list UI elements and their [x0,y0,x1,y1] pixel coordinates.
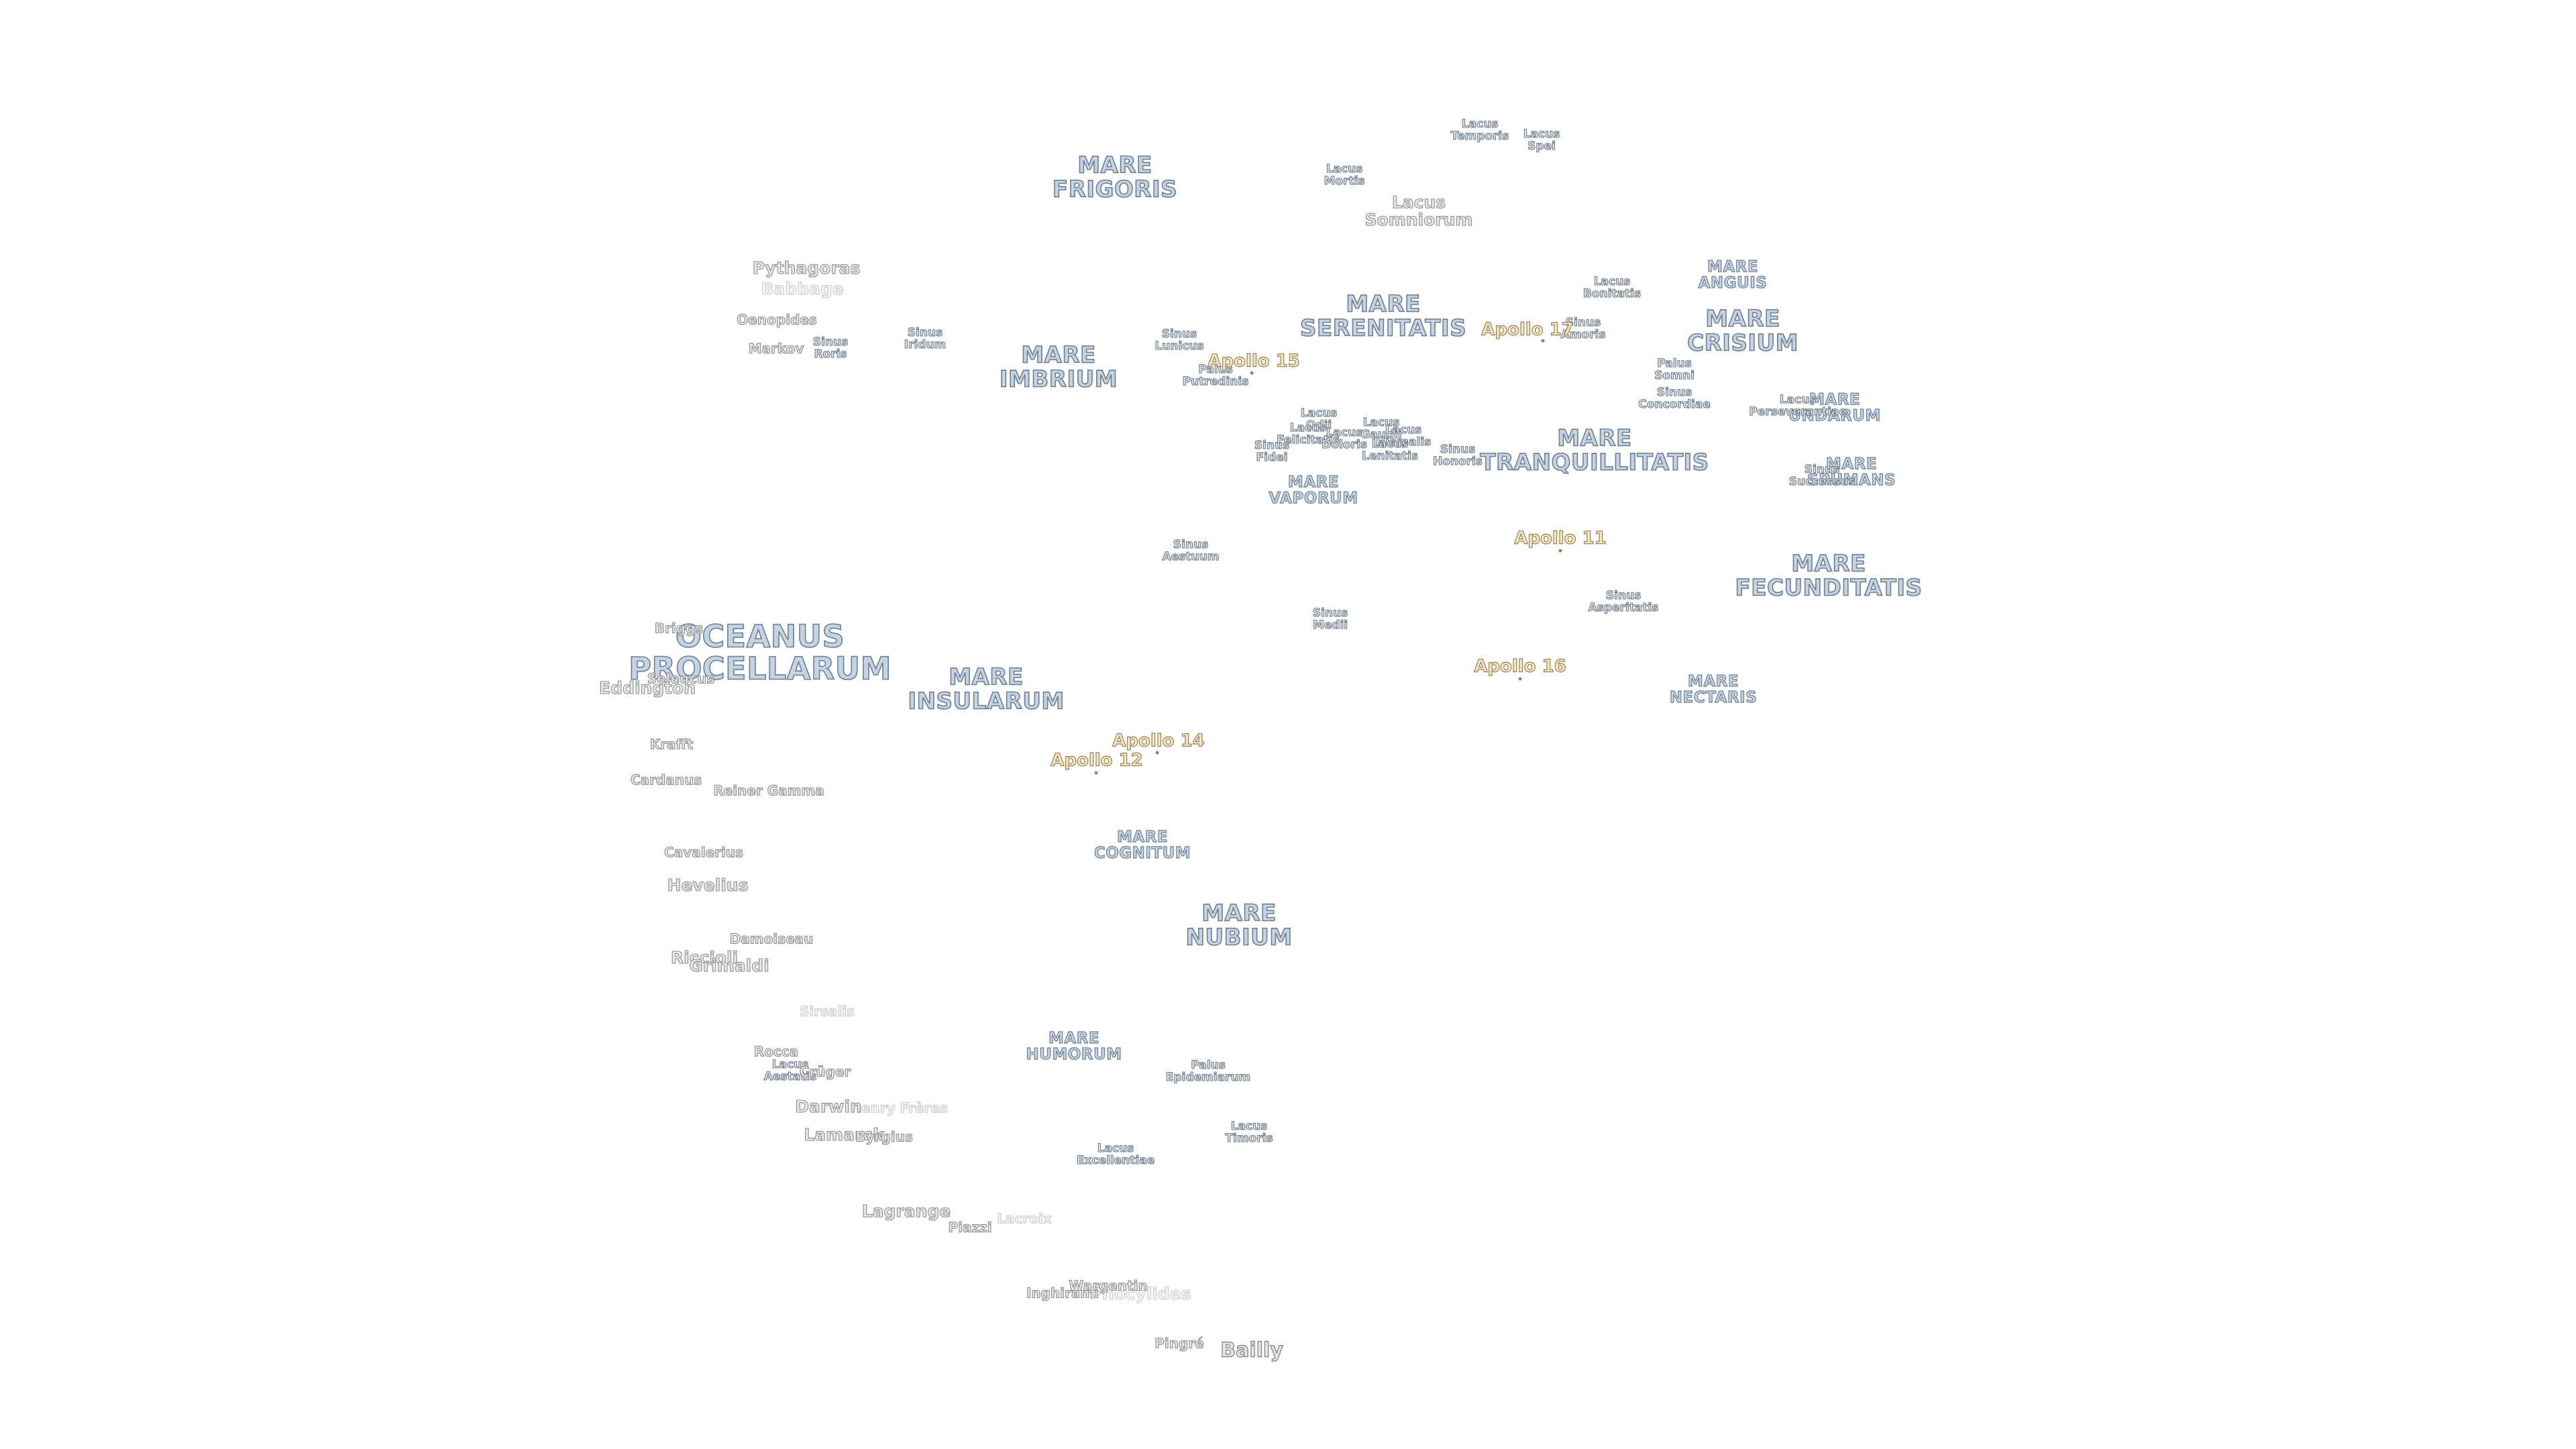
landing-site-marker-apollo-14 [1155,751,1159,755]
label-wargentin: Wargentin [1069,1277,1148,1294]
label-lacus-bonitatis: Lacus Bonitatis [1582,275,1642,301]
label-pythagoras: Pythagoras [752,258,861,278]
label-lagrange: Lagrange [861,1201,951,1221]
label-lacus-aestatis: Lacus Aestatis [763,1058,817,1083]
label-hevelius: Hevelius [667,875,749,895]
label-mare-frigoris: MARE FRIGORIS [1052,152,1178,203]
label-lacus-mortis: Lacus Mortis [1324,162,1365,188]
label-lacus-timoris: Lacus Timoris [1225,1120,1273,1145]
label-bailly: Bailly [1220,1338,1284,1362]
landing-site-marker-apollo-15 [1250,371,1254,375]
label-crüger: Crüger [799,1063,851,1080]
label-damoiseau: Damoiseau [729,930,814,947]
label-lacus-hiemalis: Lacus Hiemalis [1375,423,1432,449]
label-sinus-iridum: Sinus Iridum [904,326,947,352]
label-darwin: Darwin [795,1096,863,1116]
label-sinus-fidei: Sinus Fidei [1254,439,1290,464]
label-palus-putredinis: Palus Putredinis [1182,363,1249,388]
label-apollo-15: Apollo 15 [1208,351,1301,372]
label-lacus-felicitatis: Lacus Felicitatis [1277,421,1340,447]
label-sinus-amoris: Sinus Amoris [1560,316,1606,341]
label-mare-undarum: MARE UNDARUM [1788,390,1881,425]
label-inghirami: Inghirami [1026,1285,1099,1301]
label-palus-somni: Palus Somni [1654,357,1695,382]
label-henry-freres: Henry Frères [850,1099,949,1116]
label-mare-spumans: MARE SPUMANS [1807,455,1896,489]
label-cardanus: Cardanus [630,771,702,788]
label-lamarck: Lamarck [804,1124,885,1144]
label-phocylides: Phocylides [1089,1283,1191,1303]
label-sinus-aestuum: Sinus Aestuum [1162,538,1220,564]
label-mare-serenitatis: MARE SERENITATIS [1299,290,1467,341]
label-mare-insularum: MARE INSULARUM [908,663,1065,714]
label-apollo-14: Apollo 14 [1112,731,1205,751]
label-mare-anguis: MARE ANGUIS [1698,258,1768,292]
label-mare-humorum: MARE HUMORUM [1026,1029,1122,1063]
label-lacus-perseverantiae: Lacus Perseverantiae [1749,393,1847,419]
label-pingre: Pingré [1155,1335,1205,1352]
label-reiner-gamma: Reiner Gamma [713,782,825,799]
landing-site-marker-apollo-17 [1541,339,1545,343]
label-apollo-12: Apollo 12 [1051,750,1144,771]
label-lacus-doloris: Lacus Doloris [1322,426,1368,451]
landing-site-marker-apollo-11 [1558,549,1562,553]
label-apollo-16: Apollo 16 [1474,656,1567,677]
label-lacroix: Lacroix [997,1210,1053,1227]
label-lacus-lenitatis: Lacus Lenitatis [1361,437,1418,463]
label-riccioli: Riccioli [670,947,739,967]
label-rocca: Rocca [753,1043,799,1060]
label-mare-fecunditatis: MARE FECUNDITATIS [1735,550,1923,601]
label-briggs: Briggs [654,620,704,637]
label-byrgius: Byrgius [855,1128,914,1145]
label-mare-tranquillitatis: MARE TRANQUILLITATIS [1480,425,1709,476]
label-mare-cognitum: MARE COGNITUM [1093,828,1191,862]
label-grimaldi: Grimaldi [689,955,769,975]
label-mare-crisium: MARE CRISIUM [1686,305,1799,356]
label-sinus-lunicus: Sinus Lunicus [1155,327,1204,353]
label-sinus-concordiae: Sinus Concordiae [1638,386,1711,411]
label-palus-epidemiarum: Palus Epidemiarum [1165,1059,1251,1084]
landing-site-marker-apollo-16 [1518,677,1522,681]
label-apollo-11: Apollo 11 [1514,528,1607,549]
label-mare-nectaris: MARE NECTARIS [1669,672,1758,706]
label-sinus-honoris: Sinus Honoris [1432,443,1483,468]
label-lacus-temporis: Lacus Temporis [1450,117,1509,143]
label-seleucus: Seleucus [647,670,715,687]
label-mare-vaporum: MARE VAPORUM [1269,473,1358,507]
label-lacus-somniorum: Lacus Somniorum [1364,192,1473,229]
label-oceanus-procellarum: OCEANUS PROCELLARUM [628,618,892,687]
label-sinus-successus: Sinus Successus [1788,463,1856,488]
label-mare-imbrium: MARE IMBRIUM [999,341,1118,392]
landing-site-marker-apollo-12 [1094,771,1098,775]
label-piazzi: Piazzi [948,1219,992,1236]
label-lacus-spei: Lacus Spei [1523,127,1560,153]
label-cavalerius: Cavalerius [663,844,743,861]
label-babbage: Babbage [761,278,845,299]
label-eddington: Eddington [598,678,696,698]
label-mare-nubium: MARE NUBIUM [1185,900,1293,951]
label-lacus-gaudii: Lacus Gaudii [1360,416,1402,441]
label-lacus-odii: Lacus Odii [1300,407,1338,432]
label-sirsalis: Sirsalis [799,1003,855,1020]
label-sinus-roris: Sinus Roris [812,335,849,361]
label-apollo-17: Apollo 17 [1481,319,1574,340]
label-sinus-asperitatis: Sinus Asperitatis [1588,589,1659,614]
label-sinus-medii: Sinus Medii [1312,606,1348,632]
label-markov: Markov [748,340,804,357]
label-lacus-excellentiae: Lacus Excellentiae [1076,1142,1155,1167]
label-oenopides: Oenopides [737,311,818,328]
label-krafft: Krafft [649,736,694,753]
